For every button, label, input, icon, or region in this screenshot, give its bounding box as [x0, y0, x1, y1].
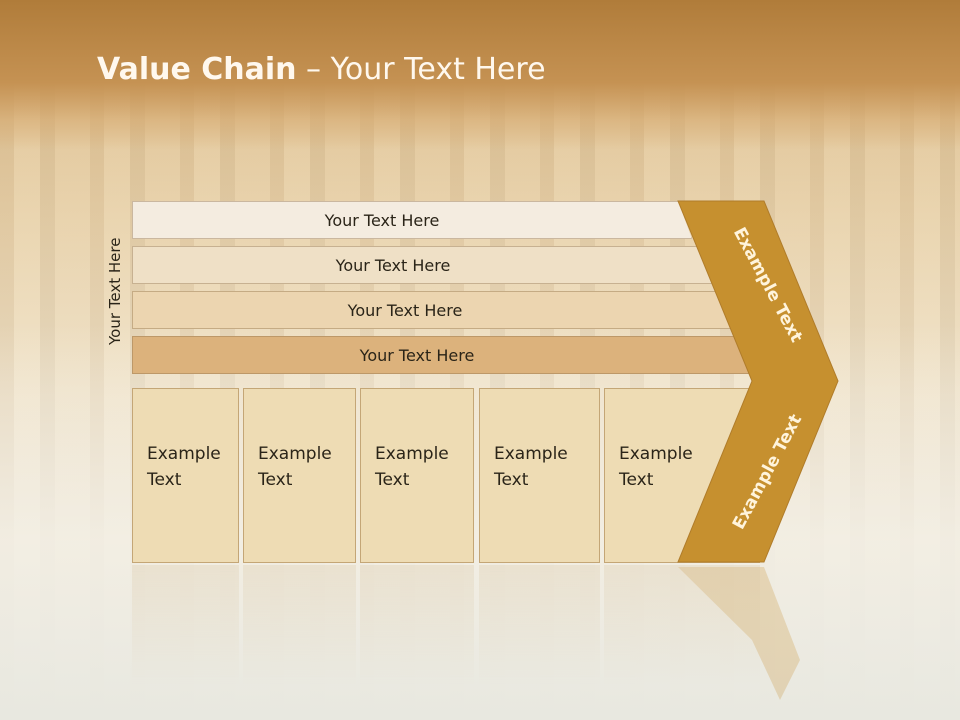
column-3-line2: Text — [375, 470, 410, 490]
band-4: Your Text Here — [132, 336, 762, 374]
column-4-line1: Example — [494, 444, 568, 464]
column-3-line1: Example — [375, 444, 449, 464]
slide-title: Value Chain – Your Text Here — [97, 52, 546, 87]
column-2-line2: Text — [258, 470, 293, 490]
title-bar — [0, 0, 960, 150]
band-1-label: Your Text Here — [324, 210, 440, 230]
column-4-line2: Text — [494, 470, 529, 490]
title-bold: Value Chain — [97, 52, 297, 87]
column-2-line1: Example — [258, 444, 332, 464]
column-5-line1: Example — [619, 444, 693, 464]
band-2: Your Text Here — [132, 246, 714, 284]
band-4-label: Your Text Here — [359, 345, 475, 365]
column-1-line1: Example — [147, 444, 221, 464]
band-3: Your Text Here — [132, 291, 738, 329]
band-2-label: Your Text Here — [335, 255, 451, 275]
title-rest: – Your Text Here — [296, 52, 546, 87]
band-3-label: Your Text Here — [347, 300, 463, 320]
column-1-line2: Text — [147, 470, 182, 490]
column-5-line2: Text — [619, 470, 654, 490]
